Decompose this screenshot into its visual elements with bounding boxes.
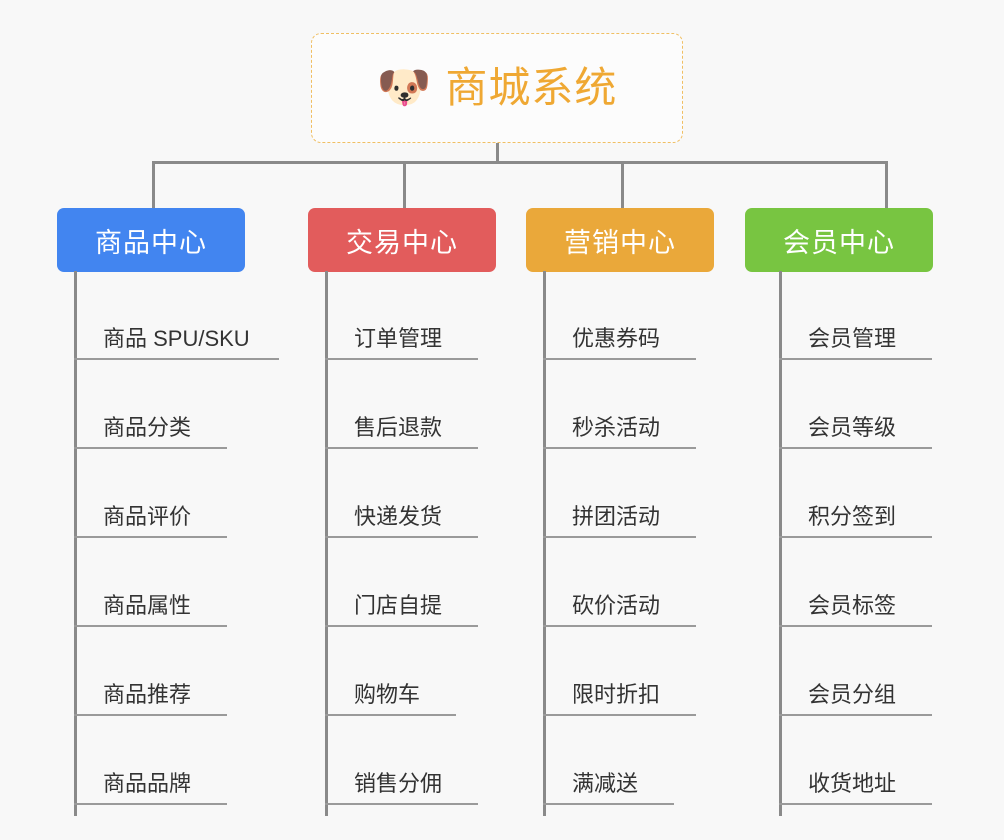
leaf-column-2: 订单管理 售后退款 快递发货 门店自提 购物车 销售分佣 (309, 271, 539, 816)
connector-drop-1 (152, 161, 155, 208)
leaf-item-rule (779, 358, 932, 360)
leaf-item[interactable]: 售后退款 (309, 360, 539, 449)
leaf-item[interactable]: 订单管理 (309, 271, 539, 360)
leaf-item-rule (325, 358, 478, 360)
leaf-item-label: 优惠券码 (572, 325, 661, 351)
leaf-item-label: 商品评价 (103, 503, 192, 529)
leaf-item-label: 限时折扣 (572, 681, 661, 707)
root-node-mall-system[interactable]: 🐶 商城系统 (311, 33, 683, 143)
leaf-item-label: 商品属性 (103, 592, 192, 618)
leaf-item-rule (543, 625, 696, 627)
leaf-item[interactable]: 商品分类 (58, 360, 288, 449)
leaf-item[interactable]: 收货地址 (763, 716, 993, 805)
leaf-item-label: 商品 SPU/SKU (103, 325, 250, 351)
connector-horizontal-bus (152, 161, 888, 164)
leaf-item[interactable]: 商品 SPU/SKU (58, 271, 288, 360)
leaf-item-rule (779, 714, 932, 716)
leaf-item-rule (74, 714, 227, 716)
leaf-item-label: 砍价活动 (572, 592, 661, 618)
connector-root-stem (496, 143, 499, 161)
leaf-item-label: 会员标签 (808, 592, 897, 618)
leaf-item-label: 拼团活动 (572, 503, 661, 529)
leaf-trunk-3 (543, 271, 546, 816)
leaf-item-rule (325, 625, 478, 627)
leaf-item-rule (543, 358, 696, 360)
shiba-dog-icon: 🐶 (376, 63, 432, 112)
leaf-item-rule (74, 803, 227, 805)
leaf-item-label: 秒杀活动 (572, 414, 661, 440)
leaf-item[interactable]: 限时折扣 (527, 627, 757, 716)
connector-drop-2 (403, 161, 406, 208)
leaf-item-label: 销售分佣 (354, 770, 443, 796)
leaf-item-label: 会员分组 (808, 681, 897, 707)
leaf-item[interactable]: 快递发货 (309, 449, 539, 538)
connector-drop-4 (885, 161, 888, 208)
leaf-item-rule (325, 714, 456, 716)
leaf-item-rule (779, 447, 932, 449)
leaf-item[interactable]: 秒杀活动 (527, 360, 757, 449)
leaf-trunk-4 (779, 271, 782, 816)
leaf-item[interactable]: 优惠券码 (527, 271, 757, 360)
leaf-column-3: 优惠券码 秒杀活动 拼团活动 砍价活动 限时折扣 满减送 (527, 271, 757, 816)
leaf-item-rule (543, 803, 674, 805)
leaf-item-rule (543, 714, 696, 716)
leaf-item[interactable]: 商品属性 (58, 538, 288, 627)
leaf-item-rule (779, 536, 932, 538)
leaf-item-label: 售后退款 (354, 414, 443, 440)
leaf-item-rule (325, 536, 478, 538)
connector-drop-3 (621, 161, 624, 208)
leaf-item-label: 订单管理 (354, 325, 443, 351)
leaf-column-1: 商品 SPU/SKU 商品分类 商品评价 商品属性 商品推荐 商品品牌 (58, 271, 288, 816)
category-box-1[interactable]: 商品中心 (57, 208, 245, 272)
leaf-item-label: 收货地址 (808, 770, 897, 796)
category-label-2: 交易中心 (346, 227, 458, 258)
leaf-item[interactable]: 会员管理 (763, 271, 993, 360)
leaf-item-label: 商品分类 (103, 414, 192, 440)
leaf-item-label: 快递发货 (354, 503, 443, 529)
category-label-3: 营销中心 (564, 227, 676, 258)
leaf-item[interactable]: 会员等级 (763, 360, 993, 449)
root-node-label: 商城系统 (445, 64, 618, 111)
leaf-item-label: 会员管理 (808, 325, 897, 351)
category-box-3[interactable]: 营销中心 (526, 208, 714, 272)
leaf-item-label: 会员等级 (808, 414, 897, 440)
leaf-column-4: 会员管理 会员等级 积分签到 会员标签 会员分组 收货地址 (763, 271, 993, 816)
leaf-item-rule (325, 803, 478, 805)
leaf-item-label: 购物车 (354, 681, 421, 707)
category-label-4: 会员中心 (783, 227, 895, 258)
leaf-item-rule (74, 625, 227, 627)
leaf-item[interactable]: 门店自提 (309, 538, 539, 627)
leaf-item-rule (74, 536, 227, 538)
leaf-item[interactable]: 满减送 (527, 716, 757, 805)
leaf-item[interactable]: 砍价活动 (527, 538, 757, 627)
leaf-item-rule (74, 447, 227, 449)
leaf-item-rule (325, 447, 478, 449)
leaf-item-label: 商品推荐 (103, 681, 192, 707)
leaf-item[interactable]: 商品推荐 (58, 627, 288, 716)
leaf-trunk-2 (325, 271, 328, 816)
leaf-item-rule (74, 358, 279, 360)
leaf-item[interactable]: 商品品牌 (58, 716, 288, 805)
leaf-item[interactable]: 购物车 (309, 627, 539, 716)
leaf-item[interactable]: 商品评价 (58, 449, 288, 538)
leaf-item-label: 满减送 (572, 770, 639, 796)
leaf-item[interactable]: 销售分佣 (309, 716, 539, 805)
leaf-item-label: 门店自提 (354, 592, 443, 618)
category-box-4[interactable]: 会员中心 (745, 208, 933, 272)
leaf-item-rule (543, 536, 696, 538)
category-label-1: 商品中心 (95, 227, 207, 258)
leaf-item[interactable]: 会员分组 (763, 627, 993, 716)
leaf-item-label: 积分签到 (808, 503, 897, 529)
leaf-item-label: 商品品牌 (103, 770, 192, 796)
leaf-item-rule (779, 803, 932, 805)
category-box-2[interactable]: 交易中心 (308, 208, 496, 272)
leaf-item-rule (543, 447, 696, 449)
leaf-item[interactable]: 积分签到 (763, 449, 993, 538)
leaf-item[interactable]: 会员标签 (763, 538, 993, 627)
leaf-trunk-1 (74, 271, 77, 816)
leaf-item[interactable]: 拼团活动 (527, 449, 757, 538)
leaf-item-rule (779, 625, 932, 627)
